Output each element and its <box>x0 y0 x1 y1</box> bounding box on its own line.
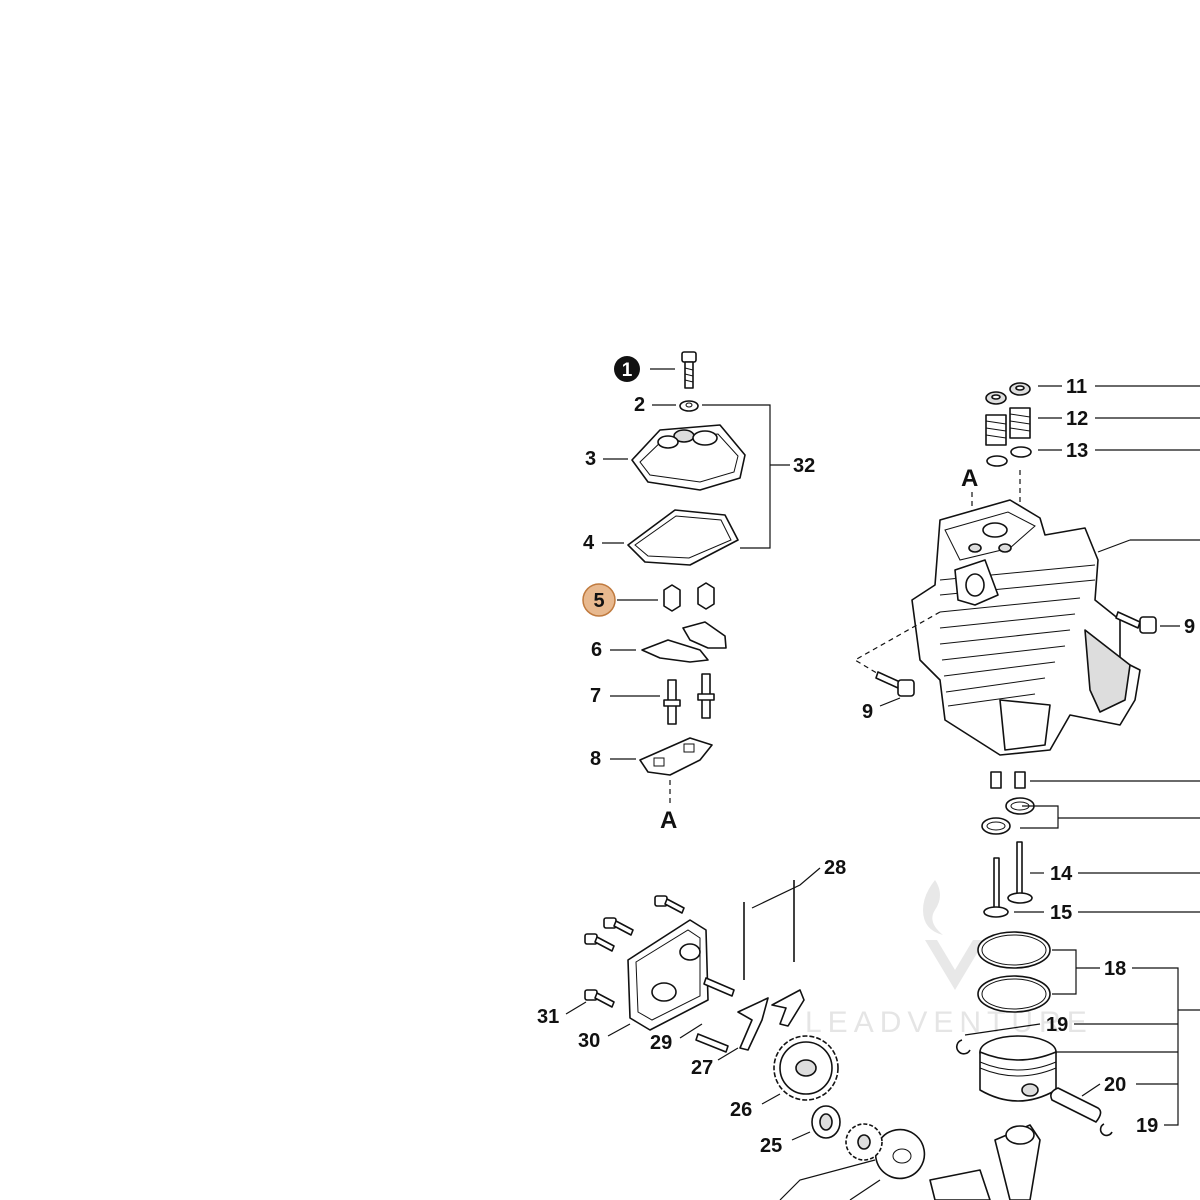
callout-20[interactable]: 20 <box>1104 1074 1126 1096</box>
callout-29[interactable]: 29 <box>650 1032 672 1054</box>
callout-6[interactable]: 6 <box>591 639 602 661</box>
crankcase-cover-part-30[interactable] <box>627 919 709 1031</box>
screw-part-31[interactable] <box>584 895 685 1008</box>
callout-31[interactable]: 31 <box>537 1006 559 1028</box>
piston-ring-part-18[interactable] <box>977 931 1051 1013</box>
screw-part-1[interactable] <box>681 351 697 389</box>
callout-27[interactable]: 27 <box>691 1057 713 1079</box>
callout-18[interactable]: 18 <box>1104 958 1126 980</box>
piston-part[interactable] <box>979 1035 1057 1102</box>
callout-19-top[interactable]: 19 <box>1046 1014 1068 1036</box>
callout-2[interactable]: 2 <box>634 394 645 416</box>
callout-7[interactable]: 7 <box>590 685 601 707</box>
callout-26[interactable]: 26 <box>730 1099 752 1121</box>
svg-text:1: 1 <box>622 360 633 381</box>
gasket-part-4[interactable] <box>627 509 739 566</box>
pushrod-part-28[interactable] <box>743 880 795 980</box>
piston-pin-part-20[interactable] <box>1050 1087 1102 1123</box>
callout-32[interactable]: 32 <box>793 455 815 477</box>
callout-4[interactable]: 4 <box>583 532 595 554</box>
callout-12[interactable]: 12 <box>1066 408 1088 430</box>
dowel-pins[interactable] <box>990 771 1026 789</box>
screw-part-9-right[interactable] <box>1115 611 1157 634</box>
circlip-part-19-left[interactable] <box>956 1039 971 1055</box>
callout-25[interactable]: 25 <box>760 1135 782 1157</box>
rocker-arm-part-6[interactable] <box>641 621 727 663</box>
cam-gear-part-26[interactable] <box>773 1035 839 1101</box>
valve-part-14-15[interactable] <box>983 841 1033 918</box>
circlip-part-19-right[interactable] <box>1099 1123 1113 1137</box>
cylinder-part[interactable] <box>911 499 1141 756</box>
callout-5-highlighted[interactable]: 5 <box>582 583 658 617</box>
callout-1[interactable]: 1 <box>614 356 675 382</box>
section-label-a-bottom: A <box>660 807 677 834</box>
callout-3[interactable]: 3 <box>585 448 596 470</box>
guide-plate-part-8[interactable] <box>639 737 713 776</box>
valve-cover-part-3[interactable] <box>631 424 746 491</box>
section-label-a-top: A <box>961 465 978 492</box>
callout-15[interactable]: 15 <box>1050 902 1072 924</box>
callout-19-bottom[interactable]: 19 <box>1136 1115 1158 1137</box>
callout-30[interactable]: 30 <box>578 1030 600 1052</box>
seal-part-25[interactable] <box>811 1105 841 1139</box>
callout-28[interactable]: 28 <box>824 857 846 879</box>
callout-9-right[interactable]: 9 <box>1184 616 1195 638</box>
watermark: LEADVENTURE <box>805 880 1093 1039</box>
spring-seat-part-13[interactable] <box>986 446 1032 467</box>
stud-part-7[interactable] <box>663 673 715 725</box>
washer-part-2[interactable] <box>679 400 699 412</box>
cam-follower-part-27[interactable] <box>737 989 805 1051</box>
crank-gear-part[interactable] <box>845 1123 883 1161</box>
screw-part-9-left[interactable] <box>875 671 915 697</box>
callout-8[interactable]: 8 <box>590 748 601 770</box>
watermark-text: LEADVENTURE <box>805 1006 1093 1039</box>
valve-retainer-part-11[interactable] <box>985 382 1031 405</box>
callout-14[interactable]: 14 <box>1050 863 1073 885</box>
valve-spring-part-12[interactable] <box>985 407 1031 446</box>
callout-11[interactable]: 11 <box>1066 376 1087 398</box>
callout-13[interactable]: 13 <box>1066 440 1088 462</box>
nut-part-5[interactable] <box>663 582 715 612</box>
svg-text:5: 5 <box>593 590 604 612</box>
callout-9-left[interactable]: 9 <box>862 701 873 723</box>
crankshaft-part[interactable] <box>874 1124 1041 1200</box>
pin-part-29[interactable] <box>695 977 735 1053</box>
